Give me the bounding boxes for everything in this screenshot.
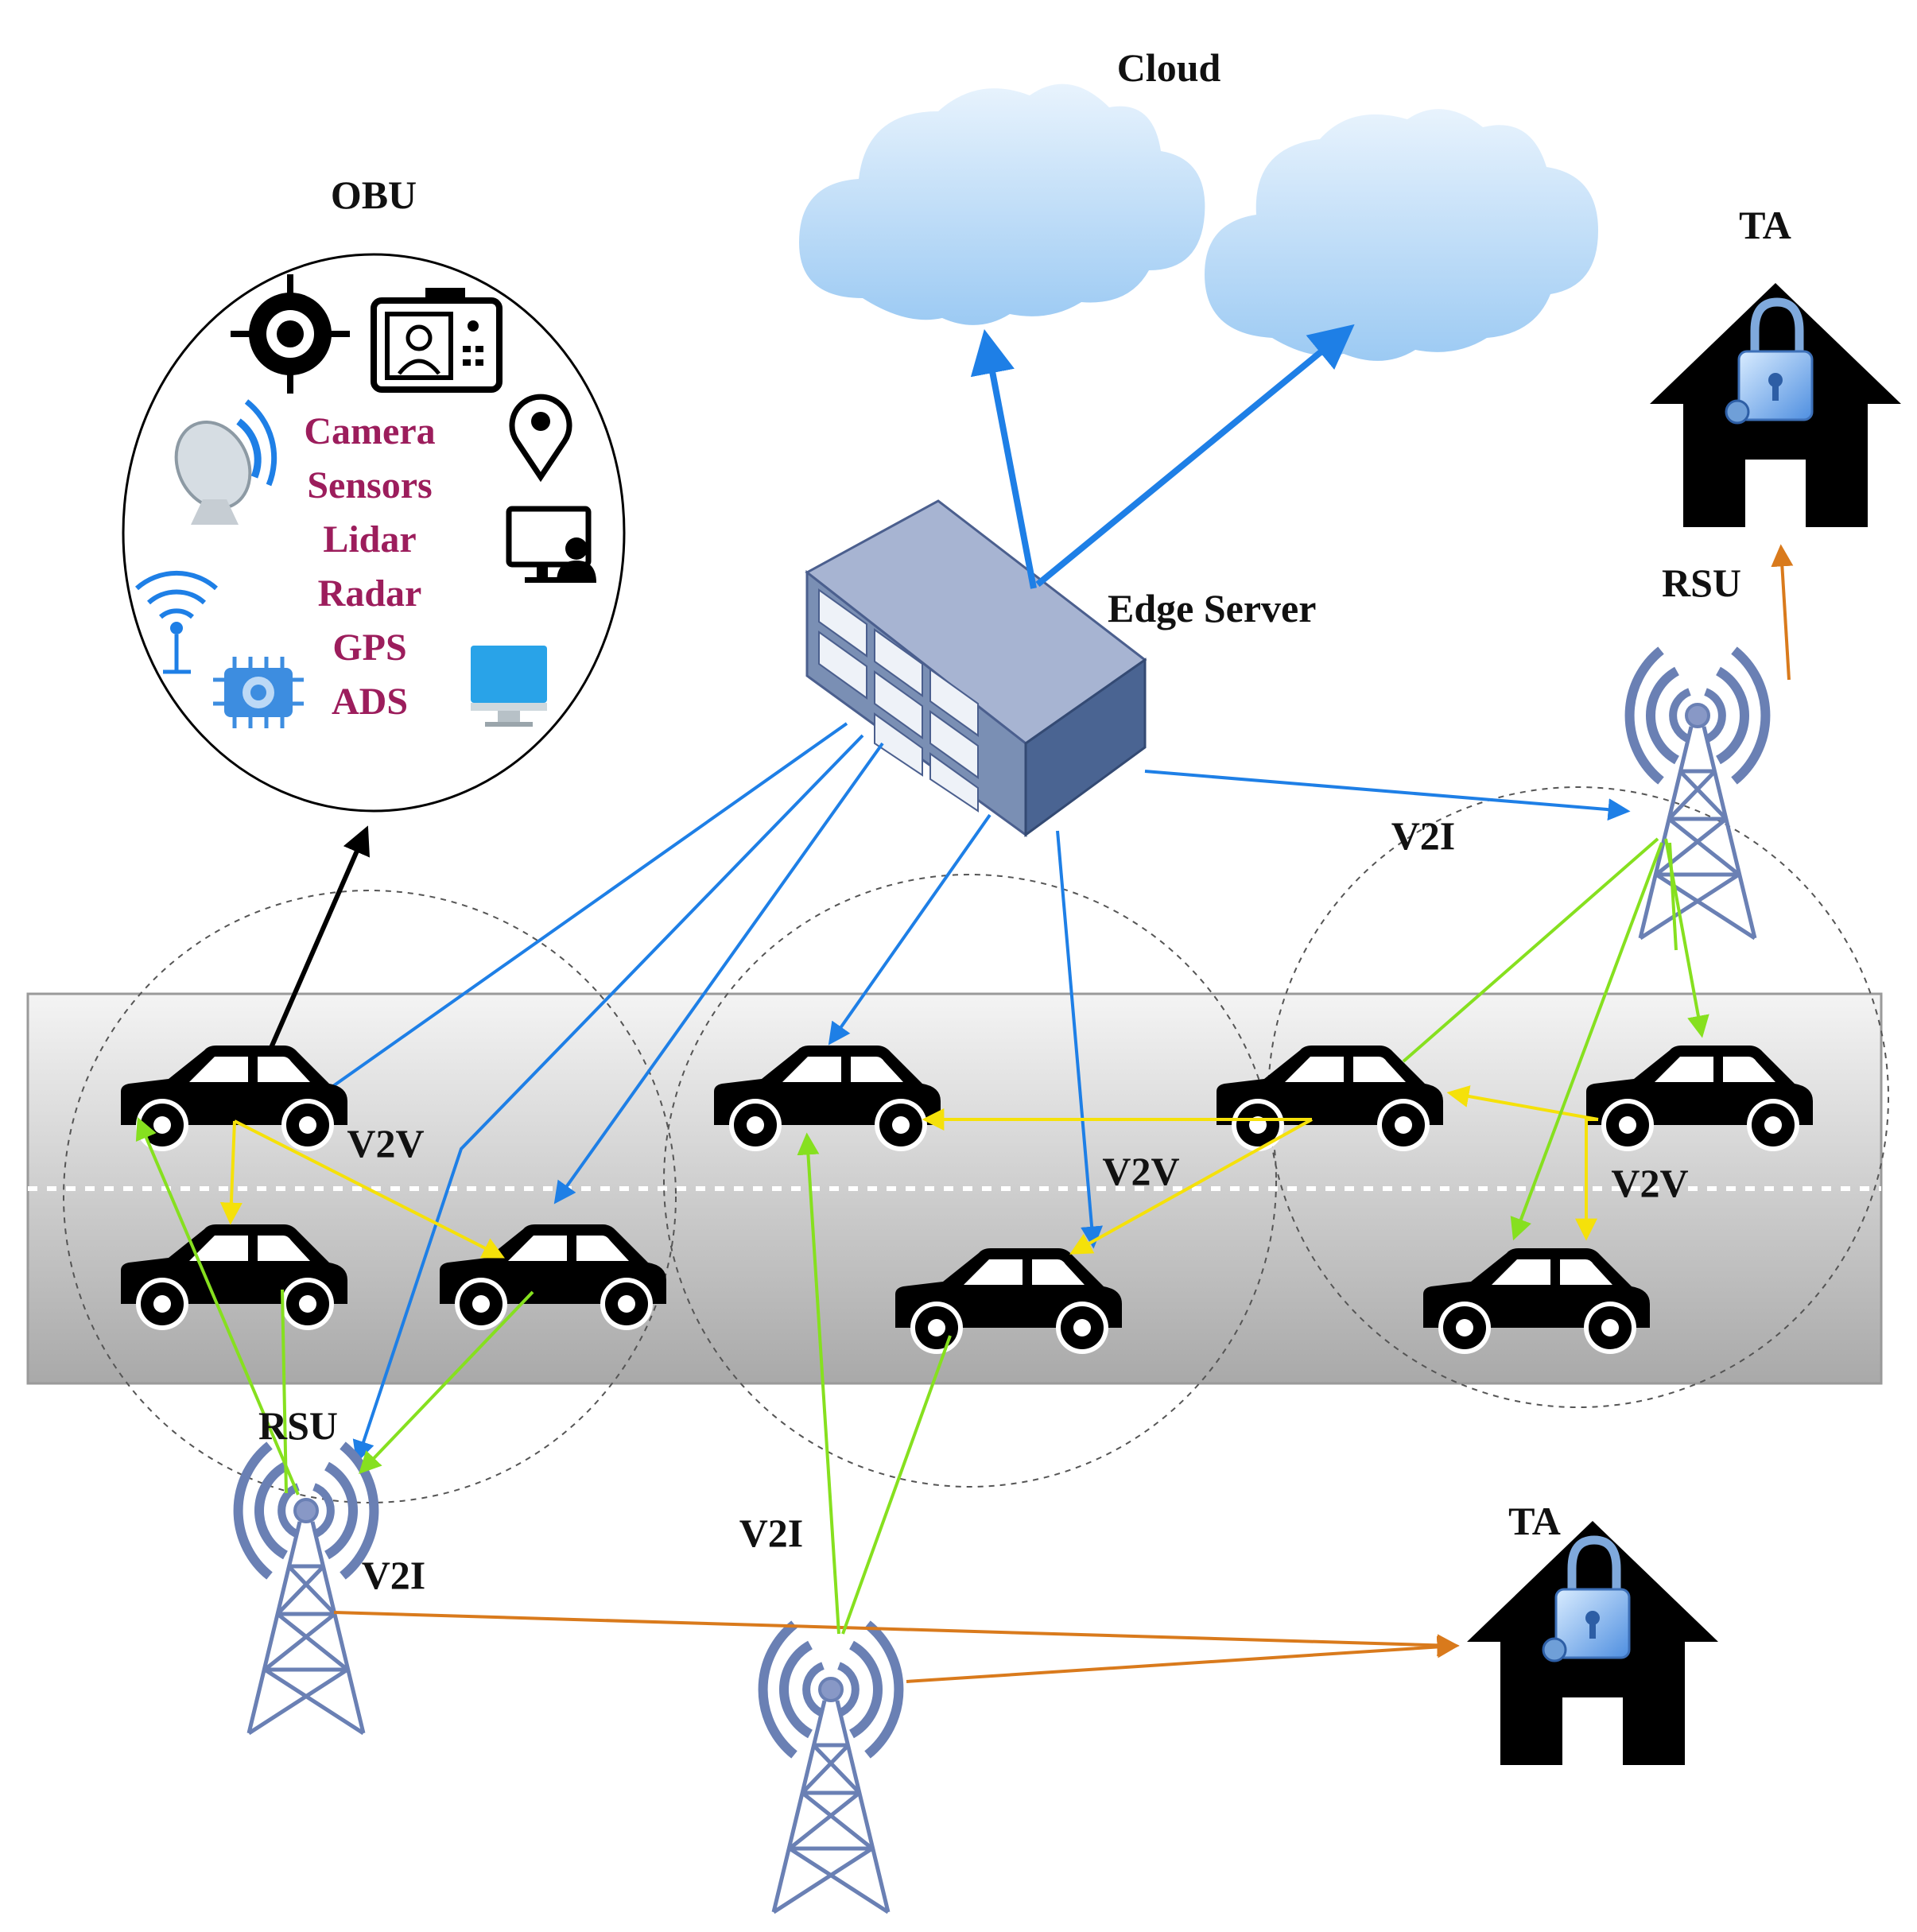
location-pin-icon bbox=[509, 394, 572, 483]
v2i-label: V2I bbox=[739, 1511, 804, 1555]
v2v-label: V2V bbox=[1611, 1161, 1688, 1205]
edge-to-vehicle-link bbox=[553, 742, 884, 1205]
obu-component-label: Radar bbox=[318, 572, 422, 615]
v2v-label: V2V bbox=[347, 1121, 424, 1166]
cloud-label: Cloud bbox=[1117, 45, 1221, 90]
crosshair-icon bbox=[231, 274, 350, 394]
ta-house-lock-icon bbox=[1467, 1521, 1718, 1765]
v2i-link bbox=[135, 1116, 300, 1496]
rsu-tower-icon bbox=[763, 1624, 899, 1912]
v2v-link bbox=[234, 1119, 505, 1259]
obu-component-label: Lidar bbox=[323, 518, 416, 561]
chip-camera-icon bbox=[213, 657, 304, 728]
v2i-link bbox=[1668, 842, 1678, 951]
rsu-label: RSU bbox=[258, 1403, 338, 1448]
v2i-link bbox=[1510, 842, 1663, 1241]
edge-to-rsu-link bbox=[352, 734, 864, 1464]
desktop-icon bbox=[471, 646, 547, 727]
v2i-link bbox=[841, 1335, 952, 1635]
cloud-icon bbox=[1205, 109, 1598, 361]
edge-server-icon bbox=[805, 499, 1147, 837]
v2i-link bbox=[359, 1290, 534, 1475]
edge-to-rsu-link bbox=[1144, 770, 1631, 821]
v2v-label: V2V bbox=[1102, 1149, 1179, 1193]
v2i-link bbox=[281, 1289, 288, 1494]
v2i-link bbox=[797, 1132, 840, 1635]
edge-to-cloud-link bbox=[1035, 324, 1355, 588]
rsu-to-ta-link bbox=[906, 1635, 1460, 1683]
obu-component-label: GPS bbox=[332, 627, 406, 669]
v2v-link bbox=[1069, 1118, 1313, 1255]
obu-component-label: Sensors bbox=[307, 464, 432, 506]
id-camera-icon bbox=[371, 288, 503, 393]
edge-server-label: Edge Server bbox=[1108, 586, 1316, 630]
v2i-label: V2I bbox=[362, 1553, 426, 1597]
cloud-icon bbox=[799, 83, 1205, 325]
v2i-link bbox=[1402, 837, 1659, 1063]
vehicle-to-obu-link bbox=[268, 825, 370, 1051]
rsu-to-ta-link bbox=[1771, 544, 1794, 681]
rsu-tower-icon bbox=[1630, 650, 1766, 938]
obu-component-label: ADS bbox=[332, 681, 408, 723]
v2v-link bbox=[1446, 1085, 1599, 1121]
monitor-user-icon bbox=[506, 506, 596, 583]
edge-to-vehicle-link bbox=[302, 722, 848, 1108]
v2i-label: V2I bbox=[1391, 813, 1456, 858]
rsu-tower-icon bbox=[239, 1445, 374, 1733]
edge-to-cloud-link bbox=[970, 328, 1037, 589]
rsu-to-ta-link bbox=[333, 1611, 1460, 1657]
coverage-zone-middle bbox=[663, 874, 1277, 1488]
ta-house-lock-icon bbox=[1650, 283, 1901, 527]
obu-label: OBU bbox=[331, 173, 417, 217]
ta-label: TA bbox=[1508, 1499, 1561, 1543]
ta-label: TA bbox=[1739, 203, 1791, 247]
edge-to-vehicle-link bbox=[828, 813, 991, 1046]
v2v-link bbox=[219, 1120, 243, 1225]
v2v-link bbox=[1575, 1118, 1598, 1241]
obu-component-label: Camera bbox=[304, 410, 435, 452]
rsu-label: RSU bbox=[1662, 561, 1741, 605]
edge-to-vehicle-link bbox=[1056, 830, 1104, 1249]
wifi-antenna-icon bbox=[135, 570, 218, 674]
satellite-dish-icon bbox=[174, 399, 277, 525]
